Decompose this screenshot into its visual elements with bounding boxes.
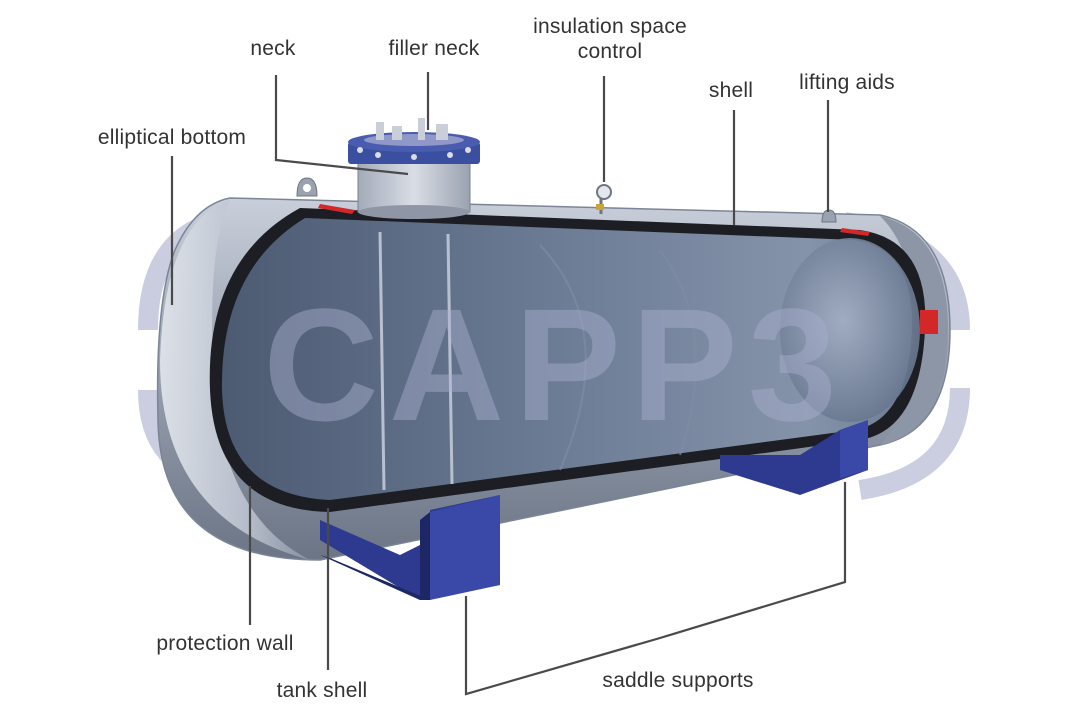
red-marker-top-right xyxy=(840,228,870,236)
neck-assembly xyxy=(348,118,480,219)
label-shell: shell xyxy=(708,79,754,102)
saddle-support-back xyxy=(720,420,868,495)
label-filler-neck: filler neck xyxy=(388,37,480,60)
leader-lines xyxy=(170,72,847,696)
label-neck: neck xyxy=(250,37,296,60)
label-protection-wall: protection wall xyxy=(156,632,294,655)
label-lifting-aids: lifting aids xyxy=(799,71,895,94)
watermark-text: CAPP3 xyxy=(263,275,847,454)
label-insulation-line1: insulation space xyxy=(533,15,687,38)
tank-cutaway xyxy=(209,208,926,512)
label-tank-shell: tank shell xyxy=(276,679,368,702)
insulation-gauge xyxy=(596,184,612,214)
red-marker-right xyxy=(920,310,938,334)
label-elliptical-bottom: elliptical bottom xyxy=(97,126,247,149)
label-insulation-space-control: insulation space control xyxy=(533,14,687,64)
label-insulation-line2: control xyxy=(577,40,643,64)
label-saddle-supports: saddle supports xyxy=(602,669,754,692)
red-marker-top xyxy=(318,204,355,214)
saddle-support-front xyxy=(320,495,500,600)
